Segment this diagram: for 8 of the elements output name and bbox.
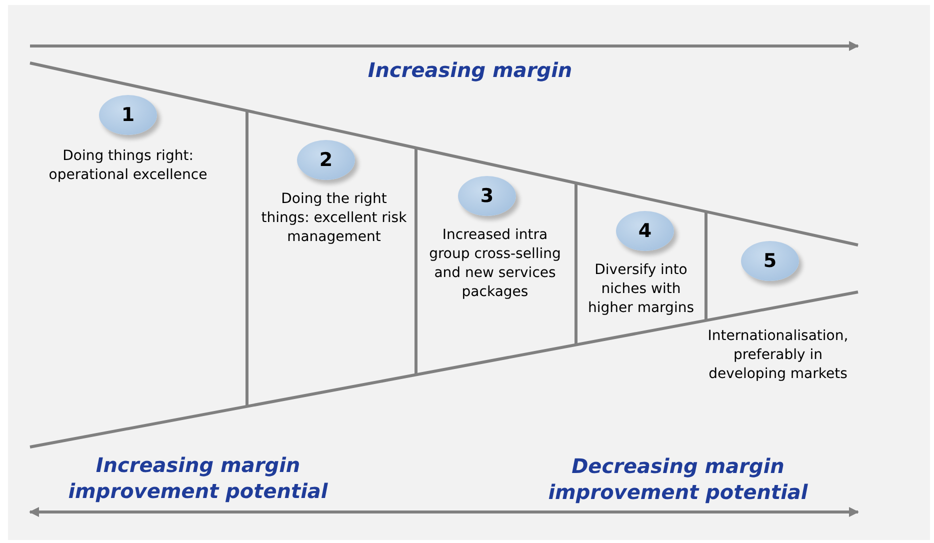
- axis-caption: Increasing margin: [366, 57, 574, 83]
- step-description: Diversify into niches with higher margins: [586, 261, 695, 318]
- step-description: Doing the right things: excellent risk management: [260, 190, 408, 247]
- axis-caption: Decreasing margin improvement potential: [547, 453, 809, 505]
- step-description: Increased intra group cross-selling and new services packages: [428, 226, 562, 302]
- axis-caption: Increasing margin improvement potential: [67, 452, 329, 504]
- step-description: Doing things right: operational excellence: [48, 147, 208, 185]
- step-description: Internationalisation, preferably in developing markets: [706, 327, 850, 384]
